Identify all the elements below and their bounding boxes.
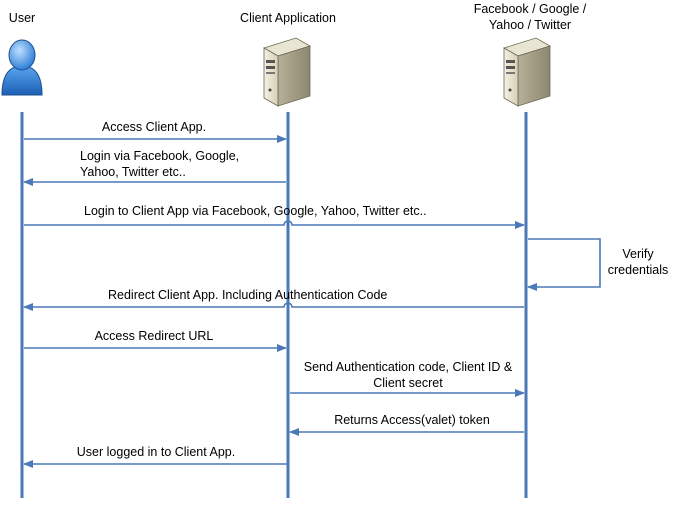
actor-label-user: User [9,11,35,25]
server-icon [503,37,551,107]
message-label-redirect-client: Redirect Client App. Including Authentic… [108,288,387,302]
message-label-verify-line-2: credentials [608,263,668,277]
message-label-verify-line-1: Verify [622,247,654,261]
message-arrow-verify-credentials [527,238,601,291]
message-label-user-logged-in: User logged in to Client App. [77,445,235,459]
server-icon [263,37,311,107]
actor-label-provider-line-1: Facebook / Google / [474,2,587,16]
message-label-send-auth-line-2: Client secret [373,376,443,390]
actor-label-client-application: Client Application [240,11,336,25]
message-label-returns-token: Returns Access(valet) token [334,413,490,427]
actor-label-provider-line-2: Yahoo / Twitter [489,18,571,32]
message-label-login-via-line-2: Yahoo, Twitter etc.. [80,165,186,179]
user-icon [1,39,43,96]
message-label-send-auth-line-1: Send Authentication code, Client ID & [304,360,513,374]
message-arrow-login-to-client [24,220,525,229]
message-label-access-redirect-url: Access Redirect URL [95,329,214,343]
message-label-access-client-app: Access Client App. [102,120,206,134]
message-label-login-to-client: Login to Client App via Facebook, Google… [84,204,427,218]
message-label-login-via-line-1: Login via Facebook, Google, [80,149,239,163]
message-arrow-redirect-client [23,302,524,311]
